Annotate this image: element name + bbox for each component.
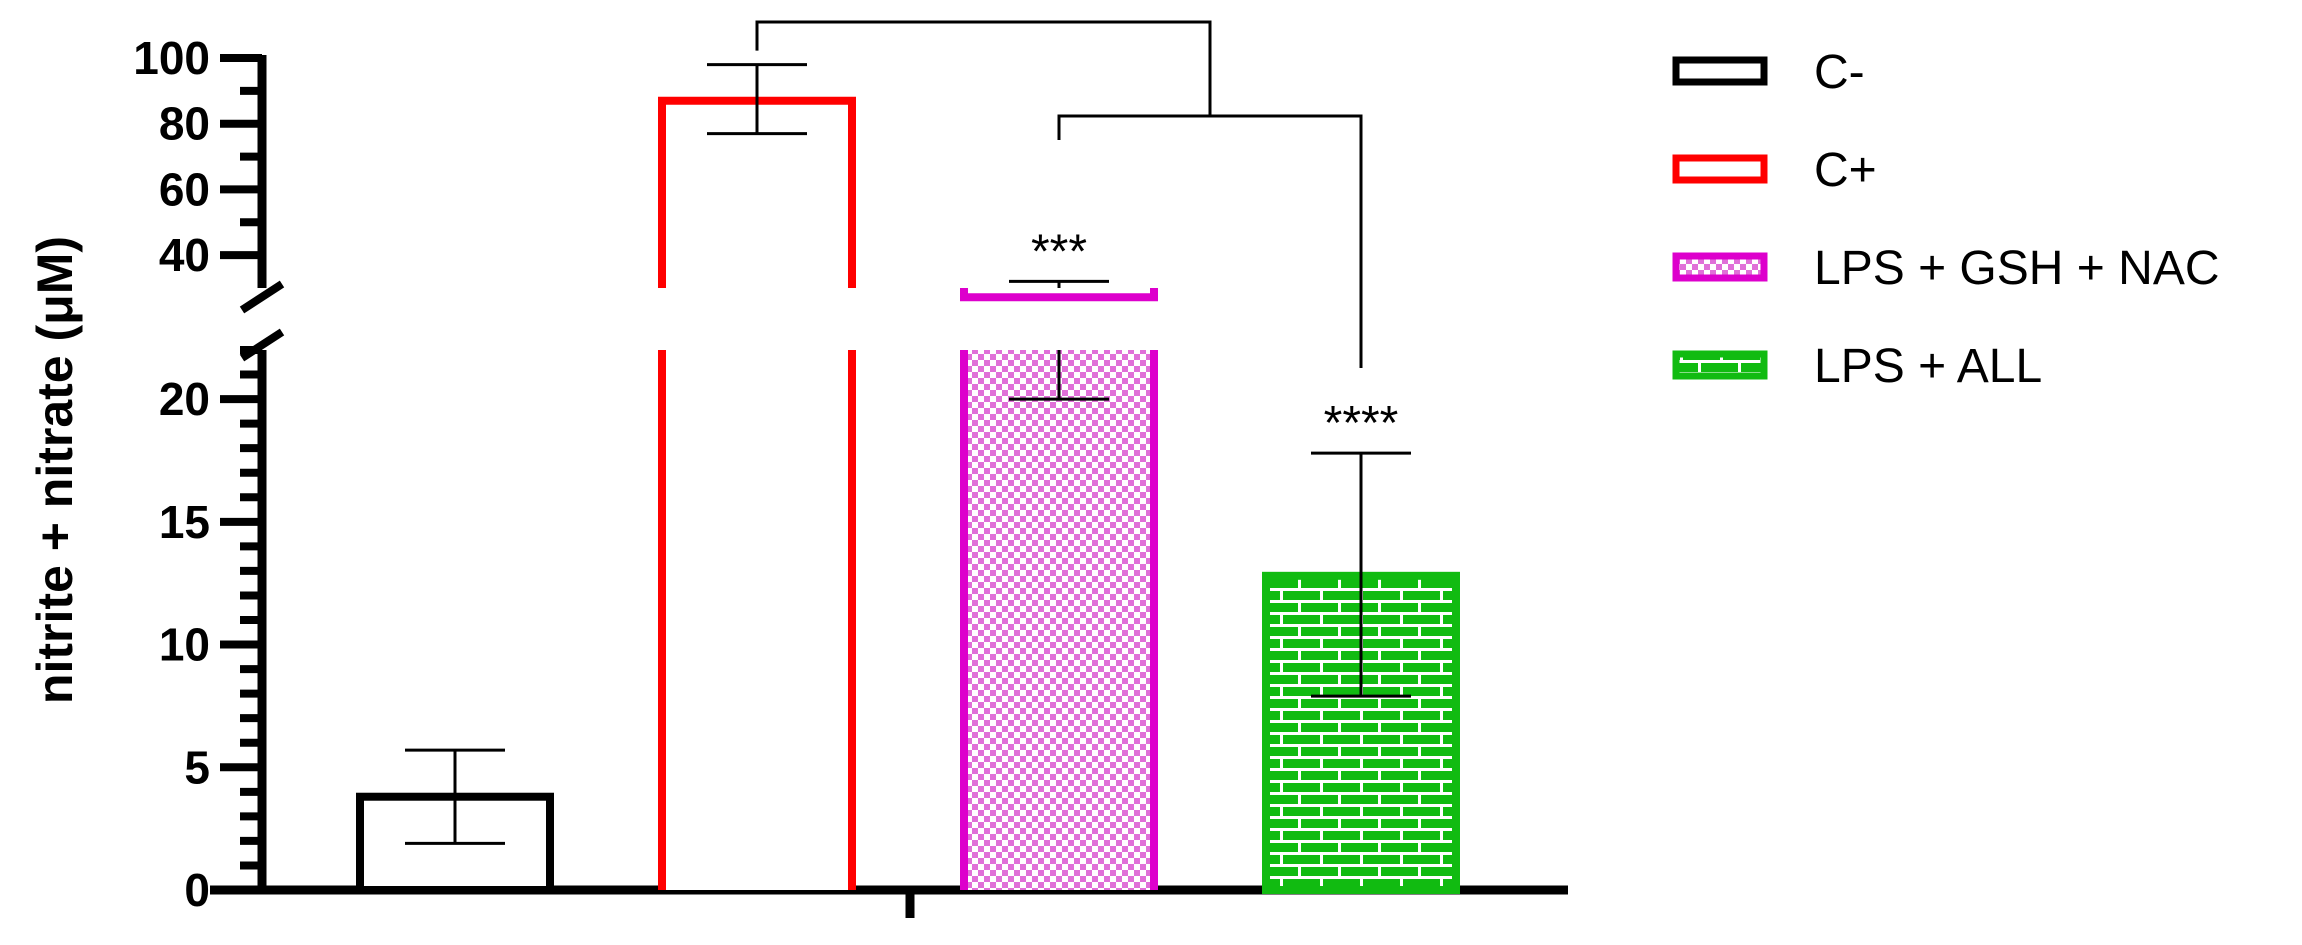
error-bar [1311,451,1411,698]
y-tick-label: 60 [159,163,210,215]
legend-swatch [1672,252,1768,282]
legend-item: C+ [1672,144,1877,197]
legend-label: C- [1814,46,1865,99]
legend-label: LPS + ALL [1814,340,2042,393]
legend-swatch [1672,350,1768,380]
bar [662,350,852,890]
y-tick-label: 0 [184,864,210,916]
y-tick-label: 100 [133,32,210,84]
bars [356,96,1460,895]
y-tick-label: 15 [159,496,210,548]
error-bars [405,63,1411,845]
legend-item: C- [1672,46,1865,99]
y-axis-title: nitrite + nitrate (μM) [27,236,83,704]
y-tick-label: 10 [159,619,210,671]
y-tick-label: 5 [184,741,210,793]
bar-group [658,96,856,890]
y-tick-label: 40 [159,229,210,281]
significance-label: **** [1324,397,1399,450]
legend-swatch [1672,154,1768,184]
bar-group [960,288,1158,890]
legend-item: LPS + GSH + NAC [1672,242,2220,295]
legend: C- C+ LPS + GSH + NAC LPS + ALL [1672,46,2220,393]
legend-label: LPS + GSH + NAC [1814,242,2220,295]
bar [964,350,1154,890]
legend-item: LPS + ALL [1672,340,2042,393]
significance-annotations: ******* [755,20,1399,450]
comparison-bracket [755,20,1363,368]
error-bar [707,63,807,136]
y-tick-label: 20 [159,373,210,425]
legend-label: C+ [1814,144,1877,197]
error-bar [405,748,505,845]
y-tick-label: 80 [159,98,210,150]
axis-break-mark [239,280,285,314]
error-bar [1009,279,1109,401]
significance-label: *** [1031,225,1087,278]
legend-swatch [1672,56,1768,86]
